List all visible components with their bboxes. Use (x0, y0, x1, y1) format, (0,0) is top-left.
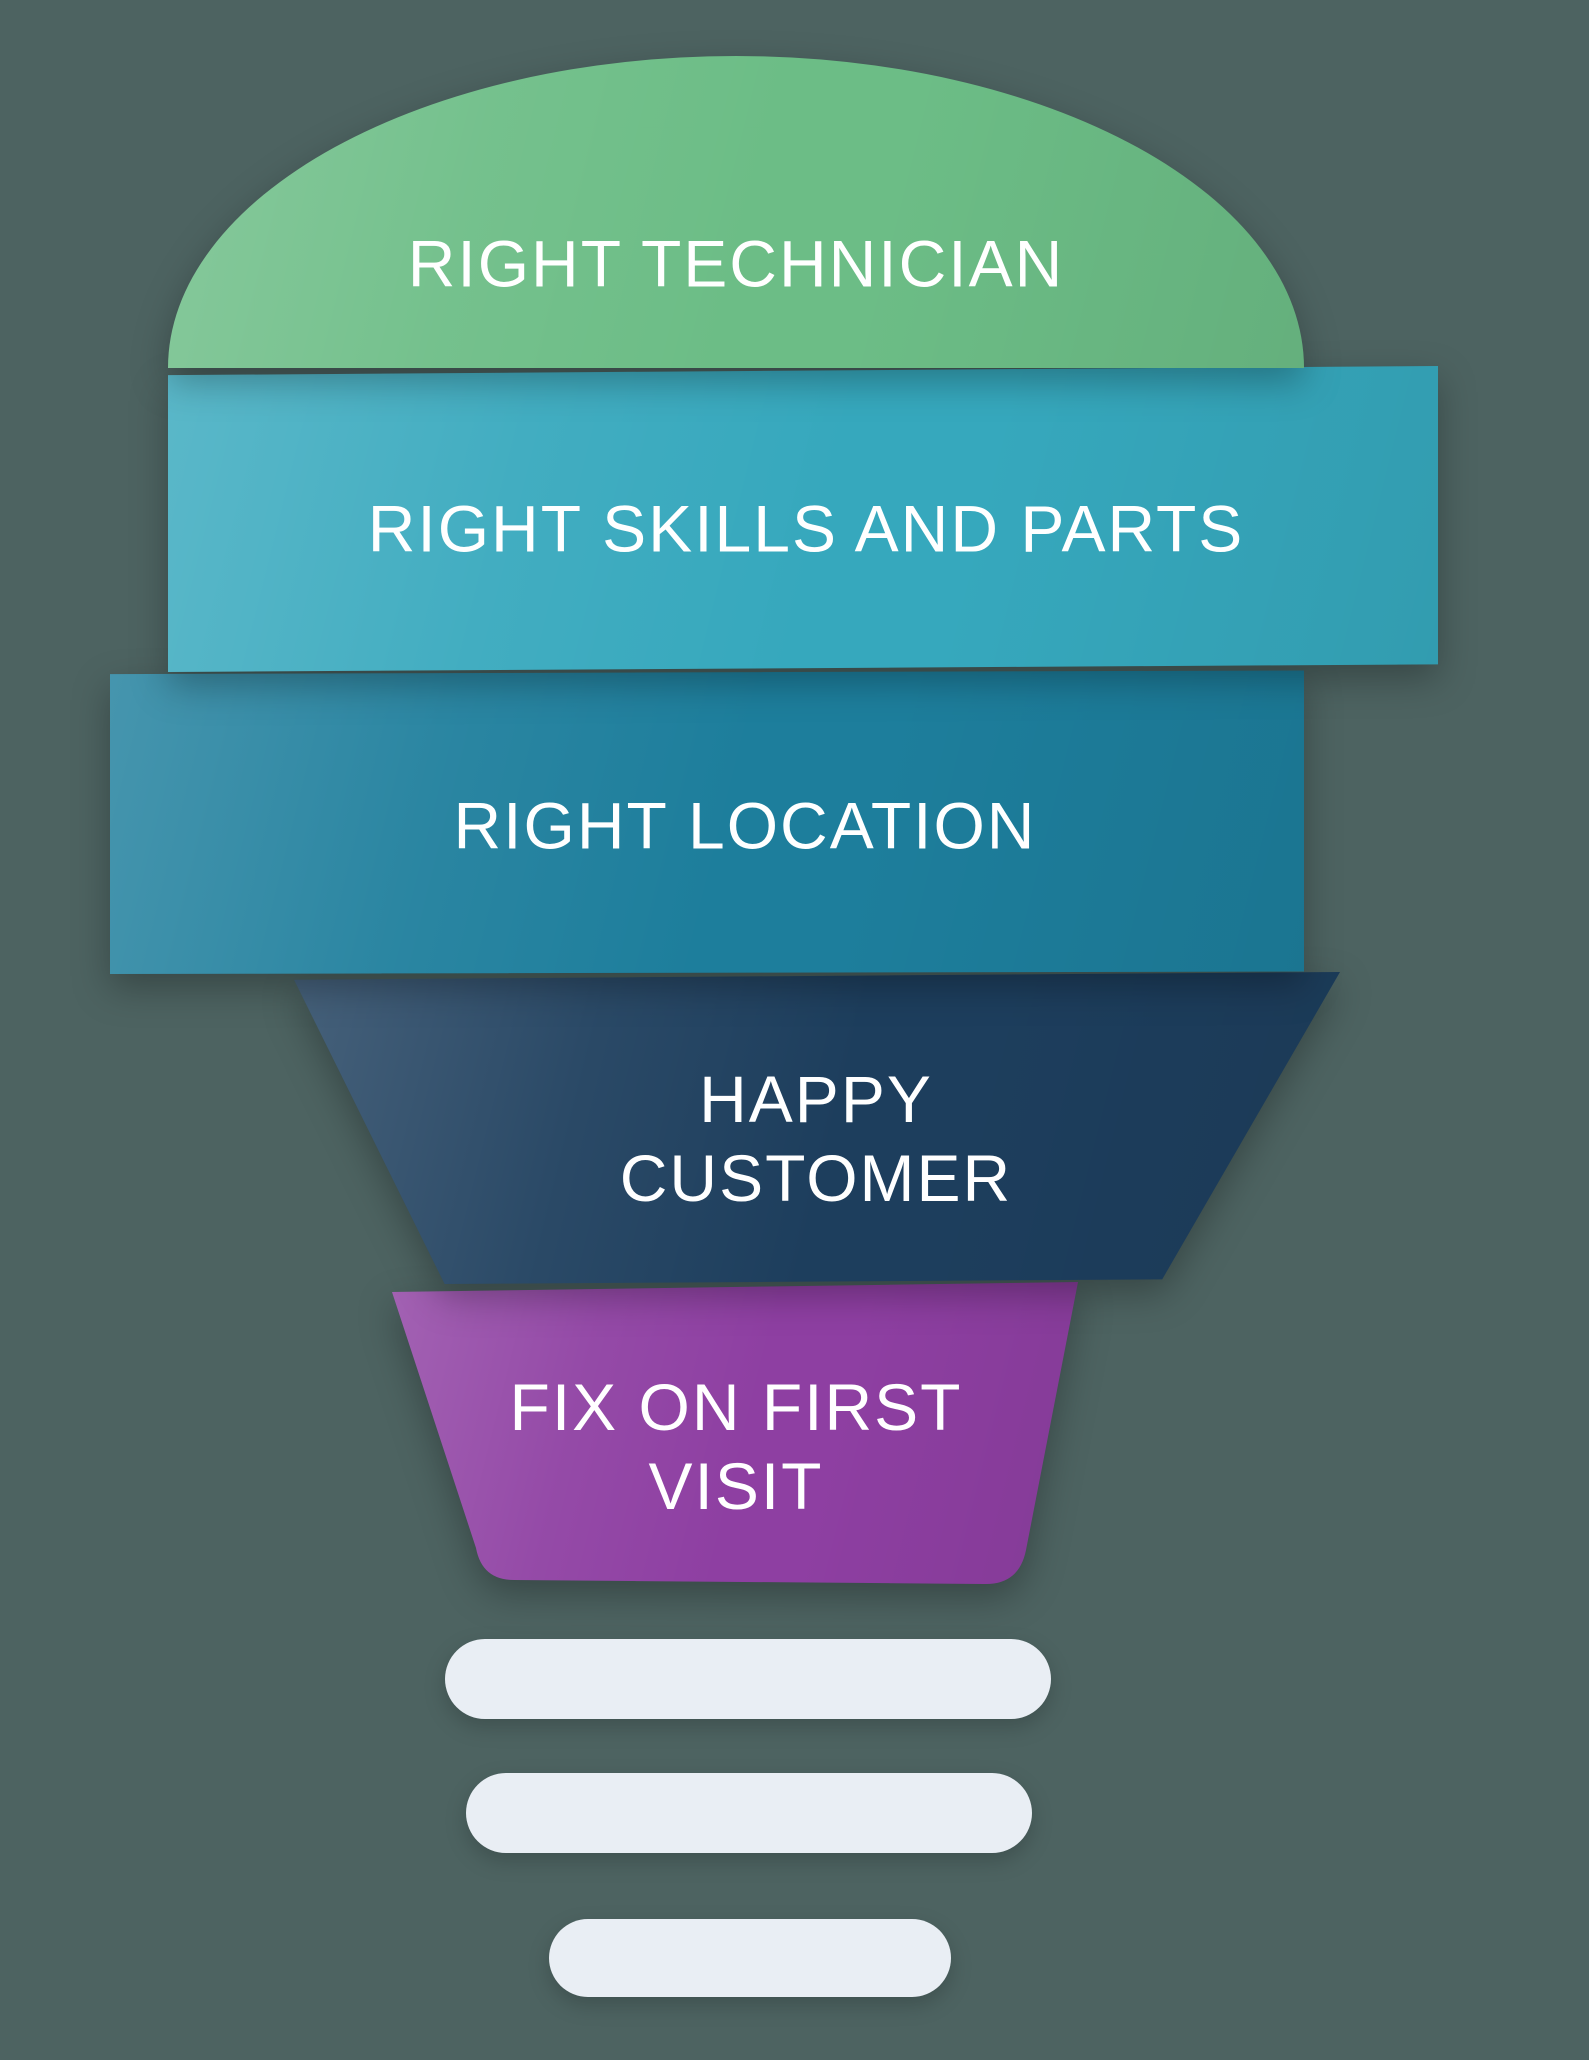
layer-label-right-technician: RIGHT TECHNICIAN (407, 226, 1065, 301)
funnel-layer-shape-fix-on-first-visit (392, 1282, 1078, 1590)
funnel-layer-right-skills-and-parts (168, 366, 1438, 672)
funnel-layer-happy-customer (294, 972, 1340, 1284)
bulb-base-bar-3 (549, 1919, 951, 1997)
funnel-layer-shape-happy-customer (294, 972, 1340, 1284)
layer-label-right-location: RIGHT LOCATION (453, 788, 1037, 863)
funnel-layer-right-location (110, 668, 1304, 974)
layer-label-fix-on-first-visit: FIX ON FIRST VISIT (509, 1369, 963, 1523)
bulb-base-bar-1 (445, 1639, 1051, 1719)
funnel-layer-fix-on-first-visit (392, 1282, 1078, 1590)
funnel-layer-shape-right-skills-and-parts (168, 366, 1438, 672)
bulb-base-bar-2 (466, 1773, 1032, 1853)
funnel-layer-right-technician (168, 56, 1304, 368)
funnel-layer-shape-right-location (110, 670, 1304, 974)
layer-label-happy-customer: HAPPY CUSTOMER (619, 1061, 1013, 1215)
funnel-layer-shape-right-technician (168, 56, 1304, 368)
layer-label-right-skills-and-parts: RIGHT SKILLS AND PARTS (367, 491, 1245, 566)
